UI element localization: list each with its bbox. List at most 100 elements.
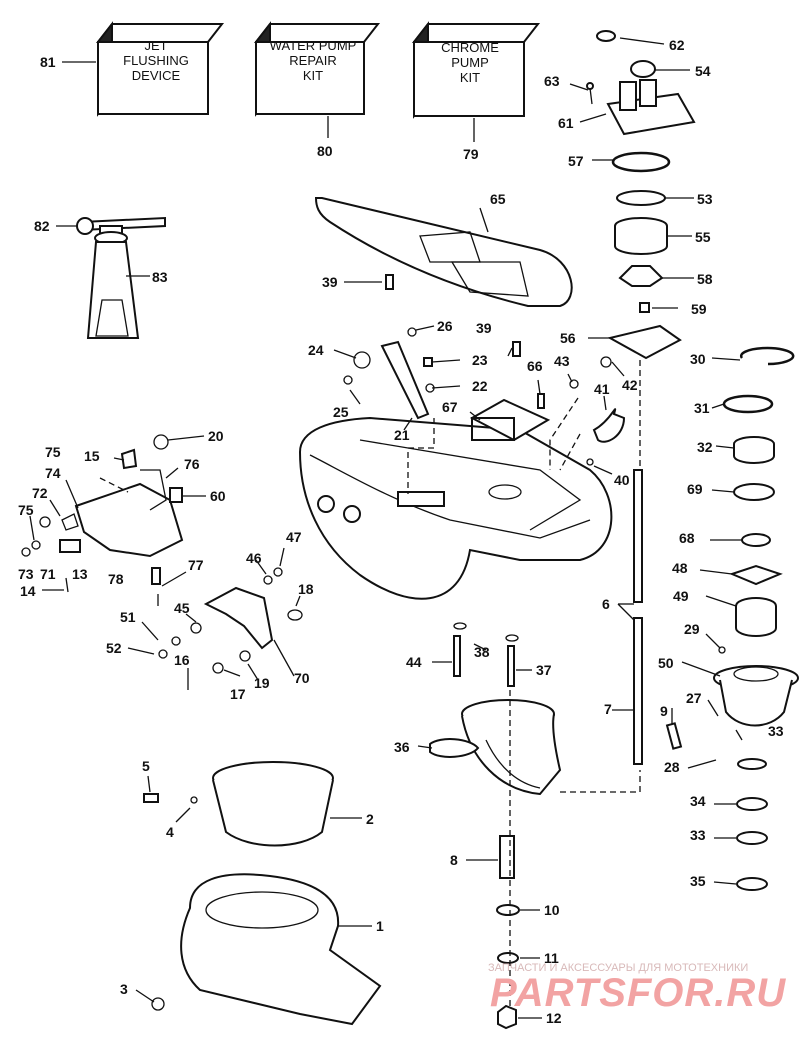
snap-ring-30 (739, 346, 795, 366)
part-label: 65 (490, 191, 506, 207)
washer-69 (733, 483, 775, 501)
part-label: 5 (142, 758, 150, 774)
nut-12 (497, 1004, 517, 1030)
part-label: 45 (174, 600, 190, 616)
part-label: 24 (308, 342, 324, 358)
part-label: 7 (604, 701, 612, 717)
part-label: 2 (366, 811, 374, 827)
part-label: 47 (286, 529, 302, 545)
part-label: 22 (472, 378, 488, 394)
part-label: 13 (72, 566, 88, 582)
part-label: 48 (672, 560, 688, 576)
o-ring-57 (611, 151, 671, 173)
part-label: 32 (697, 439, 713, 455)
part-label: 55 (695, 229, 711, 245)
part-label: 50 (658, 655, 674, 671)
impeller-housing-36 (429, 699, 562, 796)
part-label: 46 (246, 550, 262, 566)
part-label: 31 (694, 400, 710, 416)
kit-81-line-3: DEVICE (132, 68, 181, 83)
part-label: 53 (697, 191, 713, 207)
part-label: 16 (174, 652, 190, 668)
kit-80-line-3: KIT (303, 68, 323, 83)
liner-55 (614, 217, 668, 255)
part-label: 82 (34, 218, 50, 234)
part-label: 9 (660, 703, 668, 719)
kit-79-line-1: CHROME (441, 40, 499, 55)
part-label: 10 (544, 902, 560, 918)
part-label: 19 (254, 675, 270, 691)
part-label: 37 (536, 662, 552, 678)
part-label: 57 (568, 153, 584, 169)
bearing-housing-50 (713, 665, 799, 727)
part-label: 1 (376, 918, 384, 934)
ring-31 (722, 394, 774, 414)
part-label: 26 (437, 318, 453, 334)
part-label: 58 (697, 271, 713, 287)
washer-33b (736, 831, 768, 845)
part-label: 81 (40, 54, 56, 70)
part-label: 35 (690, 873, 706, 889)
kit-81-line-1: JET (144, 38, 167, 53)
plate-48 (729, 564, 783, 586)
spacer-67 (469, 398, 551, 442)
washer-35 (736, 877, 768, 891)
watermark-logo: PARTSFOR.RU (490, 971, 786, 1015)
part-label: 17 (230, 686, 246, 702)
part-label: 40 (614, 472, 630, 488)
part-label: 54 (695, 63, 711, 79)
part-label: 33 (768, 723, 784, 739)
part-label: 34 (690, 793, 706, 809)
part-label: 36 (394, 739, 410, 755)
washer-10 (496, 904, 520, 916)
kit-79-line-3: KIT (460, 70, 480, 85)
kit-box-81 (95, 21, 225, 117)
ring-2 (212, 761, 334, 847)
kit-80-line-2: REPAIR (289, 53, 336, 68)
part-label: 39 (476, 320, 492, 336)
drive-shaft-7 (633, 617, 643, 765)
part-label: 60 (210, 488, 226, 504)
part-label: 3 (120, 981, 128, 997)
sleeve-8 (499, 835, 515, 879)
part-label: 25 (333, 404, 349, 420)
steering-bracket-76 (74, 482, 184, 558)
part-label: 77 (188, 557, 204, 573)
part-label: 39 (322, 274, 338, 290)
part-label: 71 (40, 566, 56, 582)
part-label: 69 (687, 481, 703, 497)
hose-41 (592, 408, 626, 443)
part-label: 42 (622, 377, 638, 393)
plate-56 (607, 324, 682, 360)
part-label: 43 (554, 353, 570, 369)
bushing-68 (741, 533, 771, 547)
part-label: 67 (442, 399, 458, 415)
kit-79-line-2: PUMP (451, 55, 489, 70)
part-label: 63 (544, 73, 560, 89)
part-label: 61 (558, 115, 574, 131)
part-label: 38 (474, 644, 490, 660)
flushing-device (76, 216, 166, 339)
washer-34 (736, 797, 768, 811)
part-label: 15 (84, 448, 100, 464)
part-label: 29 (684, 621, 700, 637)
kit-80-line-1: WATER PUMP (270, 38, 357, 53)
intake-cover-65 (314, 197, 573, 307)
part-label: 23 (472, 352, 488, 368)
part-label: 74 (45, 465, 61, 481)
part-label: 20 (208, 428, 224, 444)
kit-box-80 (253, 21, 381, 117)
watermark-tagline: ЗАПЧАСТИ И АКСЕССУАРЫ ДЛЯ МОТОТЕХНИКИ (488, 962, 748, 974)
part-label: 73 (18, 566, 34, 582)
seal-32 (733, 436, 775, 464)
part-label: 56 (560, 330, 576, 346)
part-label: 70 (294, 670, 310, 686)
part-label: 79 (463, 146, 479, 162)
part-label: 33 (690, 827, 706, 843)
part-label: 51 (120, 609, 136, 625)
part-label: 41 (594, 381, 610, 397)
nozzle-1 (180, 873, 382, 1026)
part-label: 21 (394, 427, 410, 443)
part-label: 66 (527, 358, 543, 374)
